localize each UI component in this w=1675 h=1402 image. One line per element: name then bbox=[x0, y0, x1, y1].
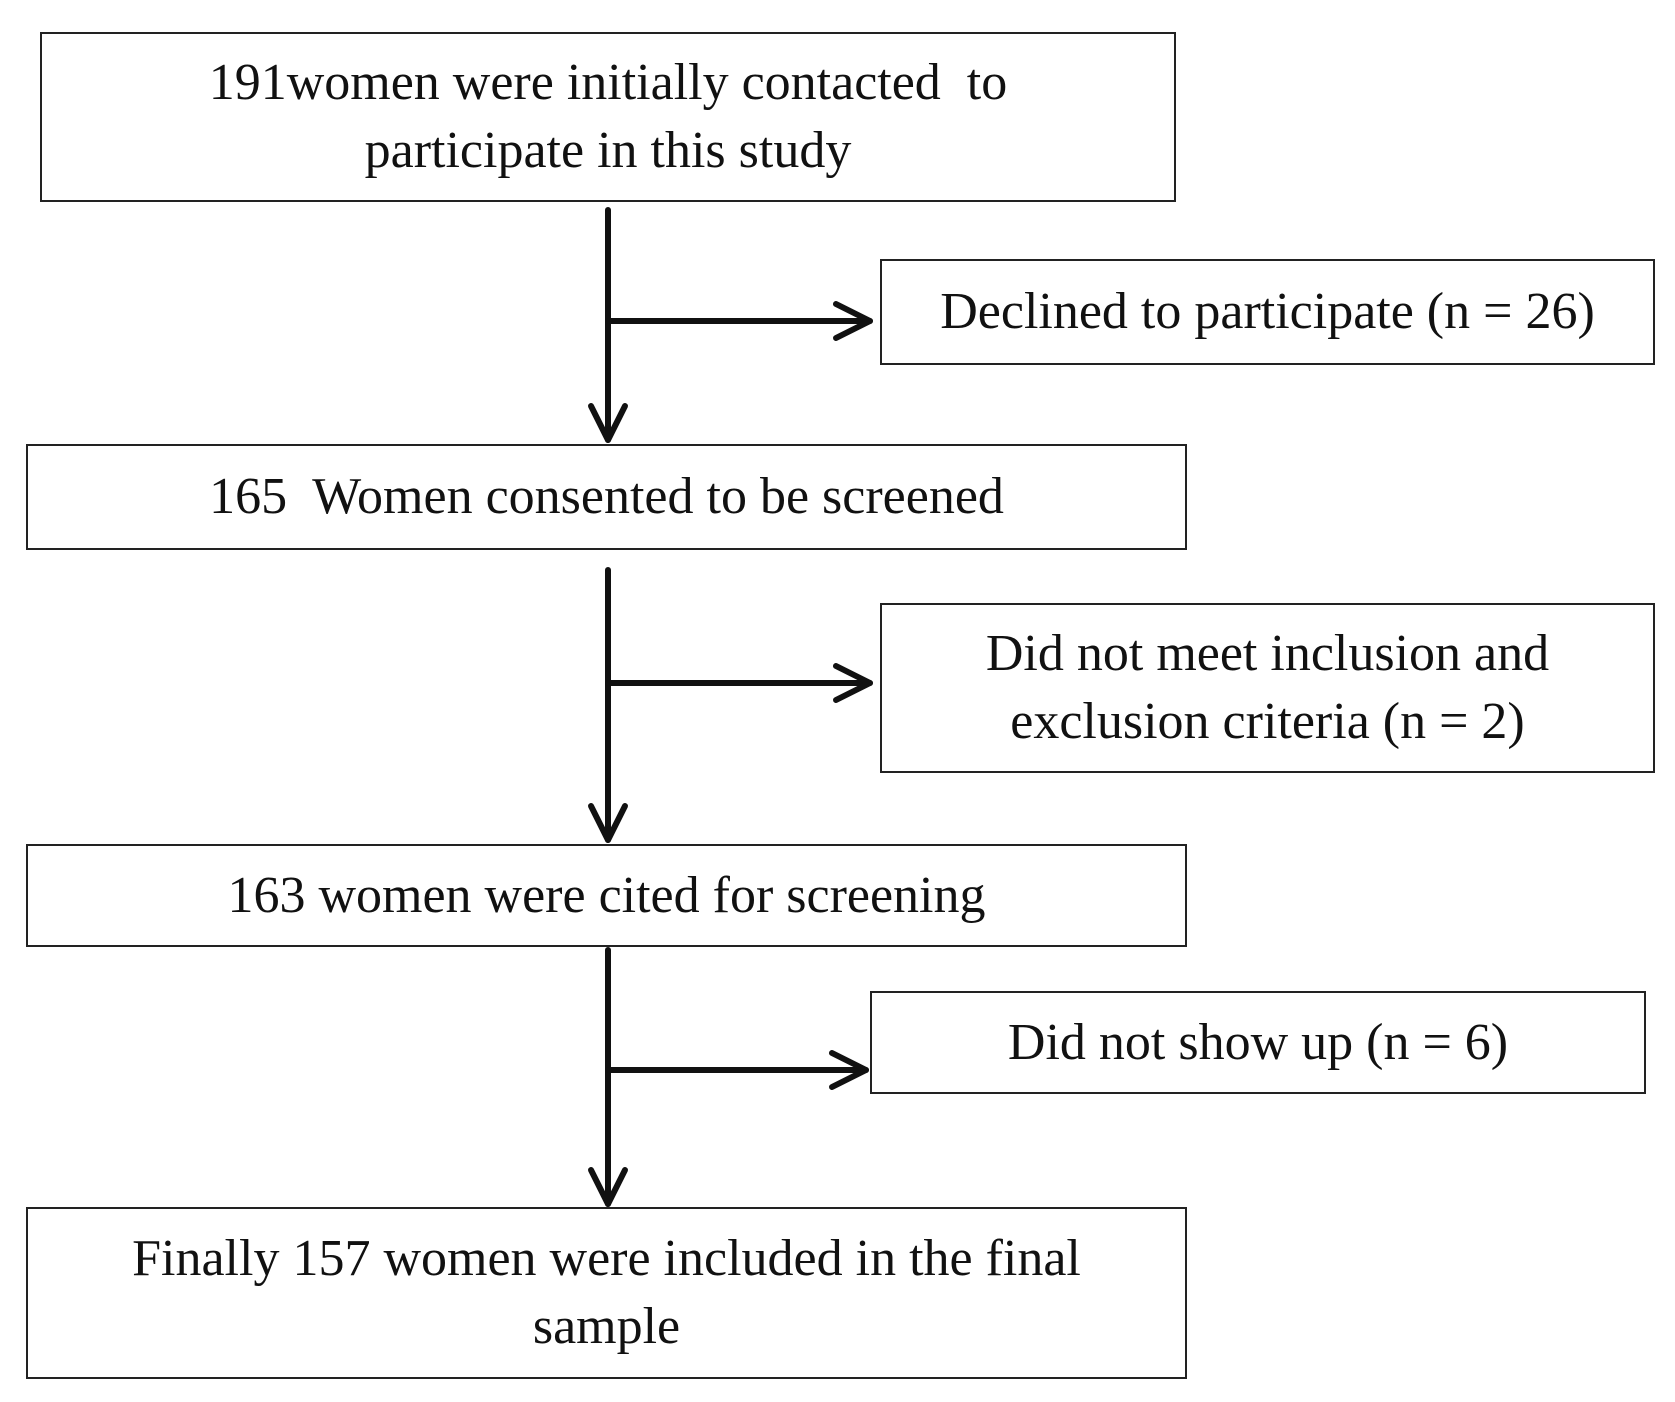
flow-box-line: participate in this study bbox=[364, 122, 852, 179]
exclusion-box-line: Did not meet inclusion and bbox=[985, 625, 1550, 682]
arrowhead-right-2 bbox=[833, 663, 873, 703]
exclusion-box-declined: Declined to participate (n = 26) bbox=[880, 259, 1655, 365]
flow-box-line: 191women were initially contacted to bbox=[208, 54, 1008, 111]
exclusion-box-text: Did not show up (n = 6) bbox=[1008, 1009, 1508, 1077]
arrowhead-down-1 bbox=[588, 403, 628, 443]
flow-box-consented: 165 Women consented to be screened bbox=[26, 444, 1187, 550]
flow-box-text: 191women were initially contacted to par… bbox=[209, 49, 1008, 185]
arrowhead-right-1 bbox=[833, 301, 873, 341]
flow-box-initial-contact: 191women were initially contacted to par… bbox=[40, 32, 1176, 202]
flow-box-cited: 163 women were cited for screening bbox=[26, 844, 1187, 947]
flow-box-line: 163 women were cited for screening bbox=[227, 866, 986, 924]
exclusion-box-line: exclusion criteria (n = 2) bbox=[1010, 693, 1525, 750]
exclusion-box-criteria: Did not meet inclusion and exclusion cri… bbox=[880, 603, 1655, 773]
flow-box-line: sample bbox=[532, 1298, 681, 1355]
exclusion-box-text: Did not meet inclusion and exclusion cri… bbox=[986, 620, 1549, 756]
arrowhead-down-2 bbox=[588, 803, 628, 843]
flow-box-line: Finally 157 women were included in the f… bbox=[132, 1230, 1081, 1287]
flow-box-text: 163 women were cited for screening bbox=[227, 862, 985, 930]
arrowhead-right-3 bbox=[829, 1050, 869, 1090]
arrowhead-down-3 bbox=[588, 1167, 628, 1207]
flow-box-line: 165 Women consented to be screened bbox=[209, 468, 1004, 525]
exclusion-box-line: Did not show up (n = 6) bbox=[1007, 1013, 1509, 1071]
flow-box-final-sample: Finally 157 women were included in the f… bbox=[26, 1207, 1187, 1379]
exclusion-box-no-show: Did not show up (n = 6) bbox=[870, 991, 1646, 1094]
flow-box-text: 165 Women consented to be screened bbox=[209, 463, 1004, 531]
exclusion-box-text: Declined to participate (n = 26) bbox=[940, 278, 1595, 346]
exclusion-box-line: Declined to participate (n = 26) bbox=[940, 283, 1595, 340]
flow-box-text: Finally 157 women were included in the f… bbox=[132, 1225, 1081, 1361]
